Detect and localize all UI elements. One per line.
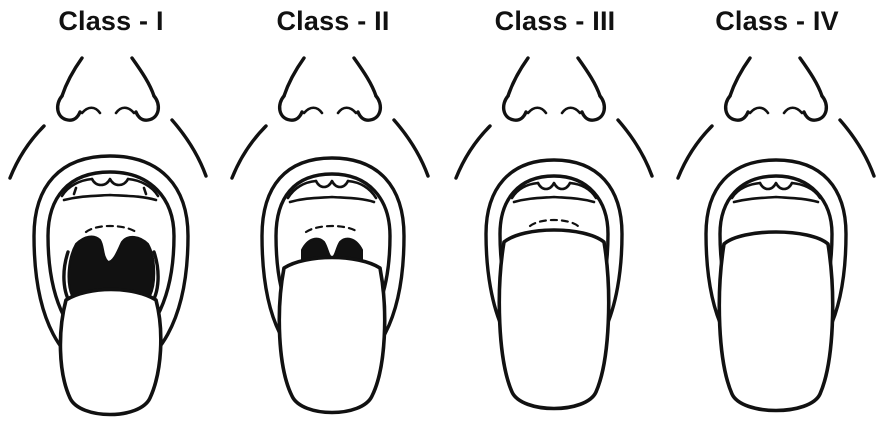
nose [504, 58, 605, 120]
soft-palate-line [86, 226, 136, 232]
class-1-panel: Class - I [0, 0, 222, 432]
upper-teeth [62, 179, 158, 200]
tongue [279, 258, 384, 413]
upper-teeth [732, 183, 820, 202]
pharynx-uvula [69, 237, 155, 296]
tongue [499, 230, 608, 409]
cheek-lines [678, 120, 874, 178]
nose [726, 58, 827, 120]
class-3-panel: Class - III [444, 0, 666, 432]
tongue [60, 290, 160, 415]
class-3-mouth-diagram [444, 0, 666, 432]
upper-teeth [288, 181, 376, 202]
class-1-mouth-diagram [0, 0, 222, 432]
class-4-panel: Class - IV [666, 0, 888, 432]
cheek-lines [10, 120, 206, 178]
tongue [719, 232, 832, 411]
class-2-panel: Class - II [222, 0, 444, 432]
nose [280, 58, 381, 120]
class-4-mouth-diagram [666, 0, 888, 432]
cheek-lines [456, 120, 652, 178]
cheek-lines [232, 120, 428, 178]
soft-palate-line [306, 226, 358, 232]
upper-teeth [512, 183, 596, 202]
nose [58, 58, 159, 120]
class-2-mouth-diagram [222, 0, 444, 432]
soft-palate-line [530, 220, 578, 226]
